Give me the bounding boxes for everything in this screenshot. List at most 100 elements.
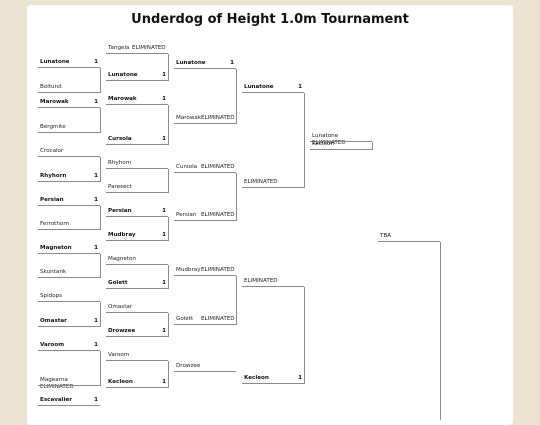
slot-underline xyxy=(174,123,236,124)
slot-underline xyxy=(38,301,100,302)
page-title: Underdog of Height 1.0m Tournament xyxy=(131,12,409,27)
competitor-name: Bergmite xyxy=(40,124,66,130)
bracket-slot: ELIMINATED xyxy=(242,278,304,287)
slot-underline xyxy=(106,80,168,81)
slot-underline xyxy=(242,187,304,188)
bracket-sheet xyxy=(27,5,513,425)
competitor-name: Boltund xyxy=(40,84,62,90)
bracket-slot: Persian ELIMINATED xyxy=(174,212,236,221)
eliminated-label: ELIMINATED xyxy=(201,212,235,218)
slot-underline xyxy=(174,68,236,69)
competitor-score: 1 xyxy=(94,318,98,324)
slot-underline xyxy=(242,92,304,93)
competitor-name: Rhyhorn xyxy=(40,173,67,179)
competitor-name: Magneton xyxy=(108,256,136,262)
bracket-slot: Bergmite xyxy=(38,124,100,133)
bracket-connector xyxy=(168,217,169,241)
competitor-name: Persian xyxy=(176,212,197,218)
bracket-connector xyxy=(168,54,169,81)
slot-underline xyxy=(106,240,168,241)
competitor-name: Drowzee xyxy=(108,328,136,334)
slot-underline xyxy=(106,387,168,388)
competitor-score: 1 xyxy=(94,342,98,348)
slot-underline xyxy=(174,220,236,221)
slot-underline xyxy=(106,168,168,169)
competitor-score: 1 xyxy=(162,328,166,334)
competitor-name: Magearna xyxy=(40,377,68,383)
competitor-name: Marowak xyxy=(108,96,137,102)
bracket-slot: Rhyhorn xyxy=(106,160,168,169)
slot-underline xyxy=(38,350,100,351)
bracket-connector xyxy=(168,105,169,145)
bracket-connector xyxy=(304,287,305,384)
slot-underline xyxy=(38,326,100,327)
bracket-slot: Lunatone 1 xyxy=(174,60,236,69)
slot-underline xyxy=(310,141,372,142)
slot-underline xyxy=(106,264,168,265)
slot-underline xyxy=(378,241,440,242)
bracket-slot: Crocalor xyxy=(38,148,100,157)
slot-underline xyxy=(106,360,168,361)
bracket-slot: Magneton xyxy=(106,256,168,265)
bracket-connector xyxy=(100,254,101,278)
slot-underline xyxy=(242,383,304,384)
bracket-slot: Boltund xyxy=(38,84,100,93)
competitor-name: Spidops xyxy=(40,293,63,299)
eliminated-label: ELIMINATED xyxy=(201,267,235,273)
slot-underline xyxy=(174,172,236,173)
slot-underline xyxy=(38,385,100,386)
competitor-name: Lunatone xyxy=(244,84,274,90)
competitor-score: 1 xyxy=(94,197,98,203)
slot-underline xyxy=(106,336,168,337)
competitor-name: Omastar xyxy=(108,304,133,310)
bracket-slot: Skuntank xyxy=(38,269,100,278)
competitor-name: Marowak xyxy=(176,115,202,121)
competitor-name: Kecleon xyxy=(312,141,334,147)
competitor-name: Marowak xyxy=(40,99,69,105)
competitor-name: Drowzee xyxy=(176,363,201,369)
competitor-name: Skuntank xyxy=(40,269,67,275)
slot-underline xyxy=(242,286,304,287)
slot-underline xyxy=(106,288,168,289)
competitor-name: Kecleon xyxy=(108,379,133,385)
competitor-name: Tangela xyxy=(108,45,130,51)
bracket-slot: Kecleon xyxy=(310,141,372,150)
slot-underline xyxy=(38,229,100,230)
bracket-slot: TBA xyxy=(378,233,440,242)
competitor-name: TBA xyxy=(380,233,392,239)
competitor-score: 1 xyxy=(94,99,98,105)
competitor-name: Escavalier xyxy=(40,397,73,403)
competitor-name: Rhyhorn xyxy=(108,160,132,166)
bracket-connector xyxy=(100,351,101,386)
bracket-connector xyxy=(236,173,237,221)
bracket-connector xyxy=(100,302,101,327)
competitor-name: Golett xyxy=(108,280,128,286)
bracket-connector xyxy=(100,206,101,230)
bracket-connector xyxy=(236,69,237,124)
slot-underline xyxy=(38,405,100,406)
competitor-name: Lunatone xyxy=(176,60,206,66)
bracket-slot: Omastar xyxy=(106,304,168,313)
bracket-connector xyxy=(168,169,169,193)
bracket-connector xyxy=(236,276,237,325)
slot-underline xyxy=(310,149,372,150)
eliminated-label: ELIMINATED xyxy=(244,179,278,185)
slot-underline xyxy=(38,67,100,68)
competitor-score: 1 xyxy=(230,60,234,66)
slot-underline xyxy=(106,53,168,54)
slot-underline xyxy=(38,205,100,206)
competitor-name: Lunatone xyxy=(312,133,339,139)
slot-underline xyxy=(174,371,236,372)
competitor-name: Magneton xyxy=(40,245,72,251)
